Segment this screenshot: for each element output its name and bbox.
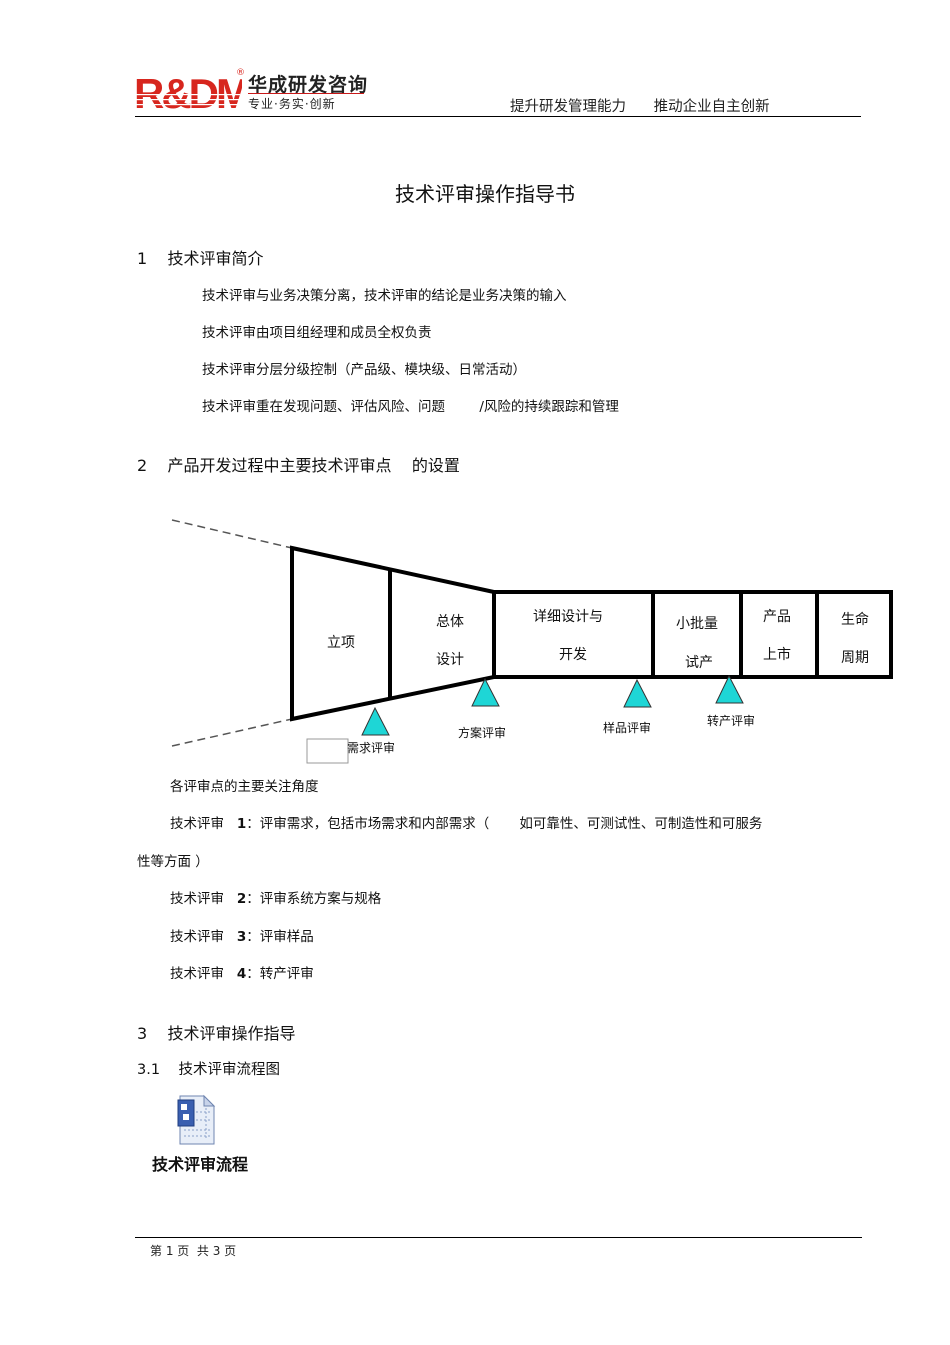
page-number: 第 1 页 共 3 页	[150, 1244, 237, 1258]
intro-item: 技术评审重在发现问题、评估风险、问题 /风险的持续跟踪和管理	[202, 399, 619, 415]
review-point-label: 方案评审	[458, 726, 507, 740]
phase-label: 试产	[685, 655, 713, 671]
phase-label: 设计	[436, 652, 464, 668]
phase-label: 详细设计与	[533, 609, 603, 625]
tagline-left: 提升研发管理能力	[510, 99, 626, 115]
review-text: ：转产评审	[246, 966, 314, 982]
section-1-heading: 1 技术评审简介	[137, 245, 264, 269]
review-item: 技术评审 2：评审系统方案与规格	[170, 887, 381, 907]
embedded-flowchart-object[interactable]	[176, 1094, 216, 1146]
section-title: 技术评审简介	[167, 249, 264, 268]
intro-item: 技术评审由项目组经理和成员全权负责	[202, 325, 432, 341]
company-slogan: 专业·务实·创新	[248, 97, 336, 111]
review-prefix: 技术评审	[170, 891, 224, 907]
phase-label: 产品	[763, 609, 791, 625]
header-tagline: 提升研发管理能力 推动企业自主创新	[510, 95, 770, 116]
phase-label: 立项	[327, 635, 355, 651]
header-divider	[135, 116, 861, 117]
registered-mark: ®	[236, 68, 245, 78]
phase-label: 生命	[841, 612, 869, 628]
subsection-title: 技术评审流程图	[178, 1062, 281, 1078]
review-text: ：评审样品	[246, 929, 314, 945]
review-number: 4	[236, 966, 247, 982]
review-item-continuation: 性等方面 ）	[137, 854, 209, 870]
footer-divider	[135, 1237, 862, 1238]
phase-label: 上市	[763, 647, 791, 663]
review-prefix: 技术评审	[170, 929, 224, 945]
review-number: 1	[236, 816, 247, 832]
review-prefix: 技术评审	[170, 966, 224, 982]
review-number: 2	[236, 891, 247, 907]
section-number: 1	[137, 249, 148, 268]
review-point-label: 转产评审	[707, 714, 756, 728]
section-number: 2	[137, 456, 148, 475]
section-number: 3	[137, 1024, 148, 1043]
tagline-right: 推动企业自主创新	[653, 99, 770, 115]
phase-label: 小批量	[676, 616, 718, 632]
review-item: 技术评审 1：评审需求，包括市场需求和内部需求（ 如可靠性、可测试性、可制造性和…	[170, 812, 762, 832]
review-number: 3	[236, 929, 247, 945]
rdm-logo: R&DM	[134, 70, 252, 117]
review-text: ：评审需求，包括市场需求和内部需求（ 如可靠性、可测试性、可制造性和可服务	[246, 816, 763, 832]
review-point-label: 样品评审	[603, 721, 652, 735]
company-name: 华成研发咨询	[248, 74, 369, 96]
review-text: ：评审系统方案与规格	[246, 891, 382, 907]
review-item: 技术评审 3：评审样品	[170, 925, 314, 945]
intro-item: 技术评审分层分级控制（产品级、模块级、日常活动）	[202, 362, 526, 378]
section-2-heading: 2 产品开发过程中主要技术评审点 的设置	[137, 452, 460, 476]
phase-label: 周期	[841, 650, 869, 666]
phase-label: 总体	[436, 614, 464, 630]
document-title: 技术评审操作指导书	[395, 182, 575, 206]
subsection-3-1-heading: 3.1 技术评审流程图	[137, 1058, 280, 1079]
review-point-label: 需求评审	[347, 741, 396, 755]
section-title: 产品开发过程中主要技术评审点 的设置	[167, 456, 460, 475]
intro-item: 技术评审与业务决策分离，技术评审的结论是业务决策的输入	[202, 288, 567, 304]
review-item: 技术评审 4：转产评审	[170, 962, 314, 982]
embedded-object-label[interactable]: 技术评审流程	[152, 1155, 249, 1174]
phase-label: 开发	[559, 647, 587, 663]
svg-text:R&DM: R&DM	[134, 72, 242, 112]
review-prefix: 技术评审	[170, 816, 224, 832]
subsection-number: 3.1	[137, 1062, 161, 1078]
visio-document-icon	[177, 1094, 216, 1145]
review-points-diagram	[160, 510, 910, 770]
company-name-underline	[248, 93, 364, 94]
focus-heading: 各评审点的主要关注角度	[170, 779, 319, 795]
section-title: 技术评审操作指导	[167, 1024, 296, 1043]
section-3-heading: 3 技术评审操作指导	[137, 1020, 296, 1044]
